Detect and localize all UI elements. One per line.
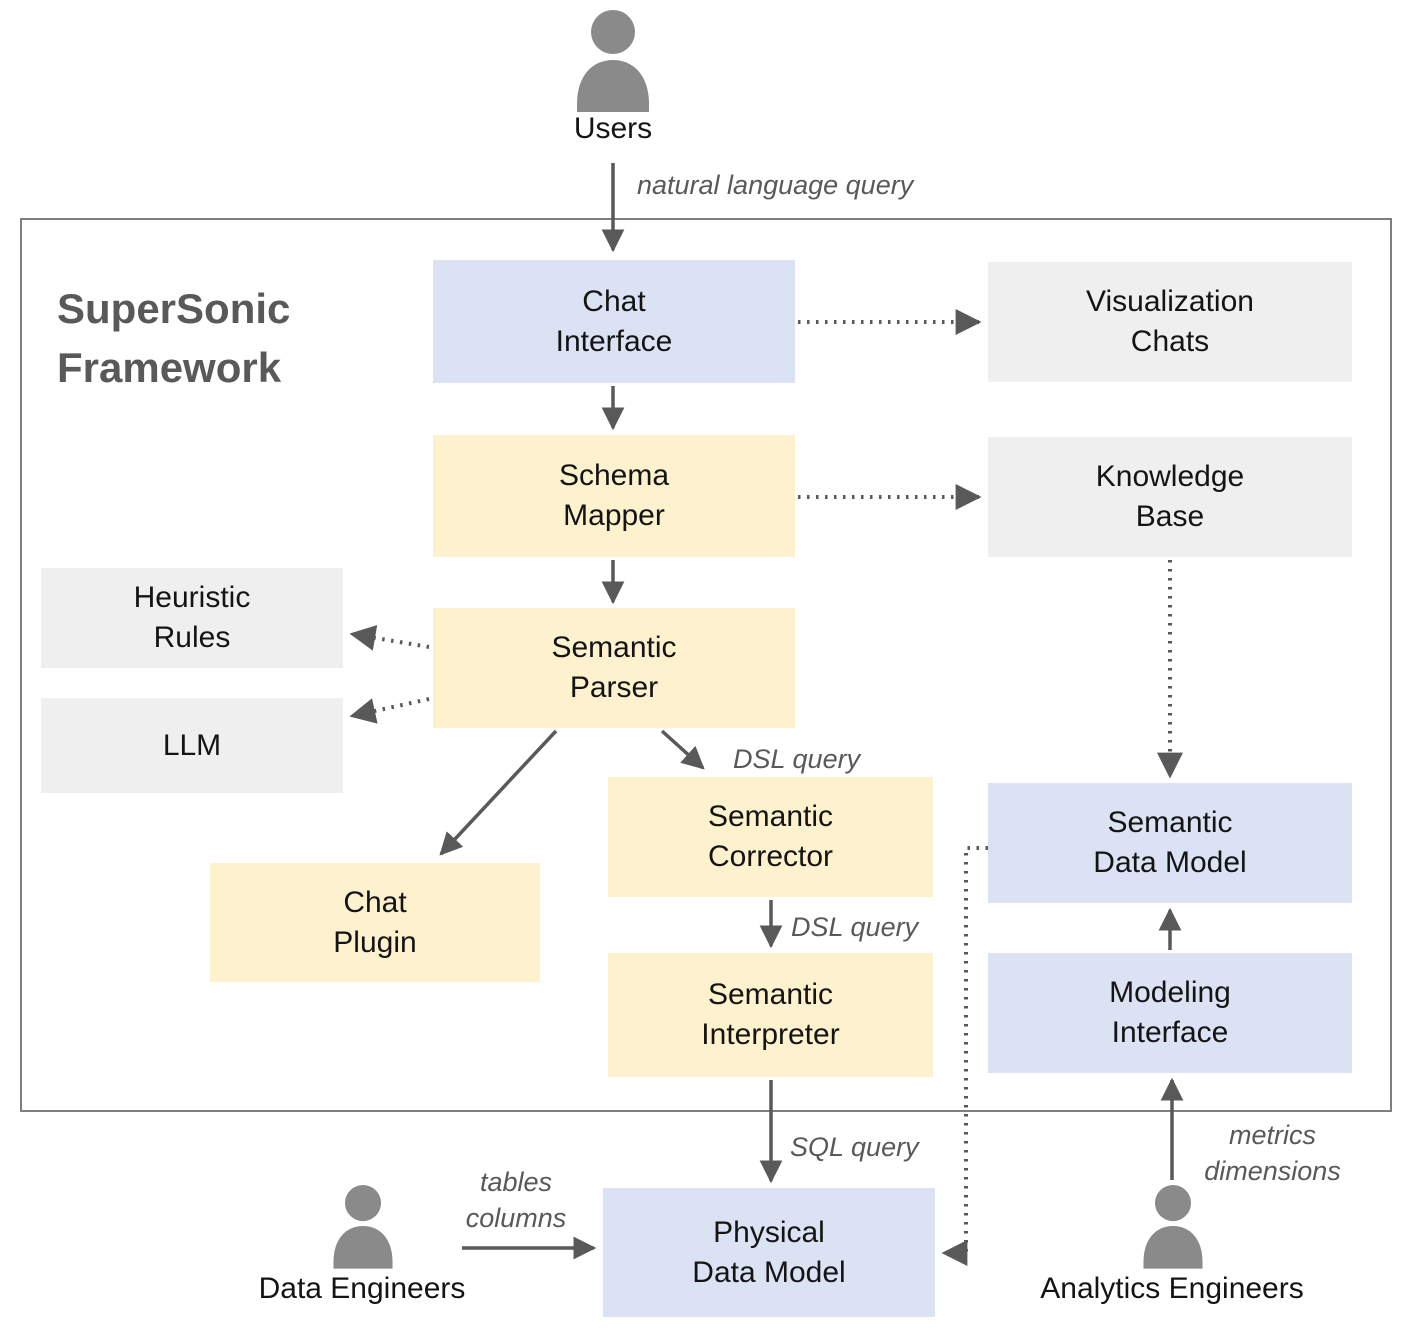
node-heuristic-rules: Heuristic Rules [41, 568, 343, 668]
node-semantic-corrector: Semantic Corrector [608, 777, 933, 897]
users-icon [577, 10, 649, 112]
edge-label-sql-query: SQL query [790, 1132, 919, 1162]
framework-title: SuperSonic Framework [57, 285, 291, 391]
node-modeling-interface: Modeling Interface [988, 953, 1352, 1073]
data-engineers-icon [333, 1185, 393, 1269]
node-schema-mapper: Schema Mapper [433, 435, 795, 557]
node-semantic-parser: Semantic Parser [433, 608, 795, 728]
node-chat-plugin: Chat Plugin [210, 863, 540, 982]
analytics-engineers-label: Analytics Engineers [1040, 1272, 1304, 1305]
edge-label-metrics-dimensions: metrics dimensions [1204, 1120, 1341, 1186]
node-chat-interface: Chat Interface [433, 260, 795, 383]
node-visualization-chats: Visualization Chats [988, 262, 1352, 382]
node-llm: LLM [41, 698, 343, 793]
analytics-engineers-icon [1143, 1185, 1203, 1269]
node-semantic-interpreter: Semantic Interpreter [608, 953, 933, 1077]
edge-label-tables-columns: tables columns [465, 1167, 567, 1233]
framework-boundary [20, 218, 1392, 1112]
node-knowledge-base: Knowledge Base [988, 437, 1352, 557]
node-semantic-data-model: Semantic Data Model [988, 783, 1352, 903]
data-engineers-label: Data Engineers [258, 1272, 466, 1305]
node-physical-data-model: Physical Data Model [603, 1188, 935, 1317]
edge-label-natural-language-query: natural language query [637, 170, 914, 200]
edge-label-dsl-query-1: DSL query [733, 744, 861, 774]
users-label: Users [573, 112, 653, 145]
edge-label-dsl-query-2: DSL query [791, 912, 919, 942]
